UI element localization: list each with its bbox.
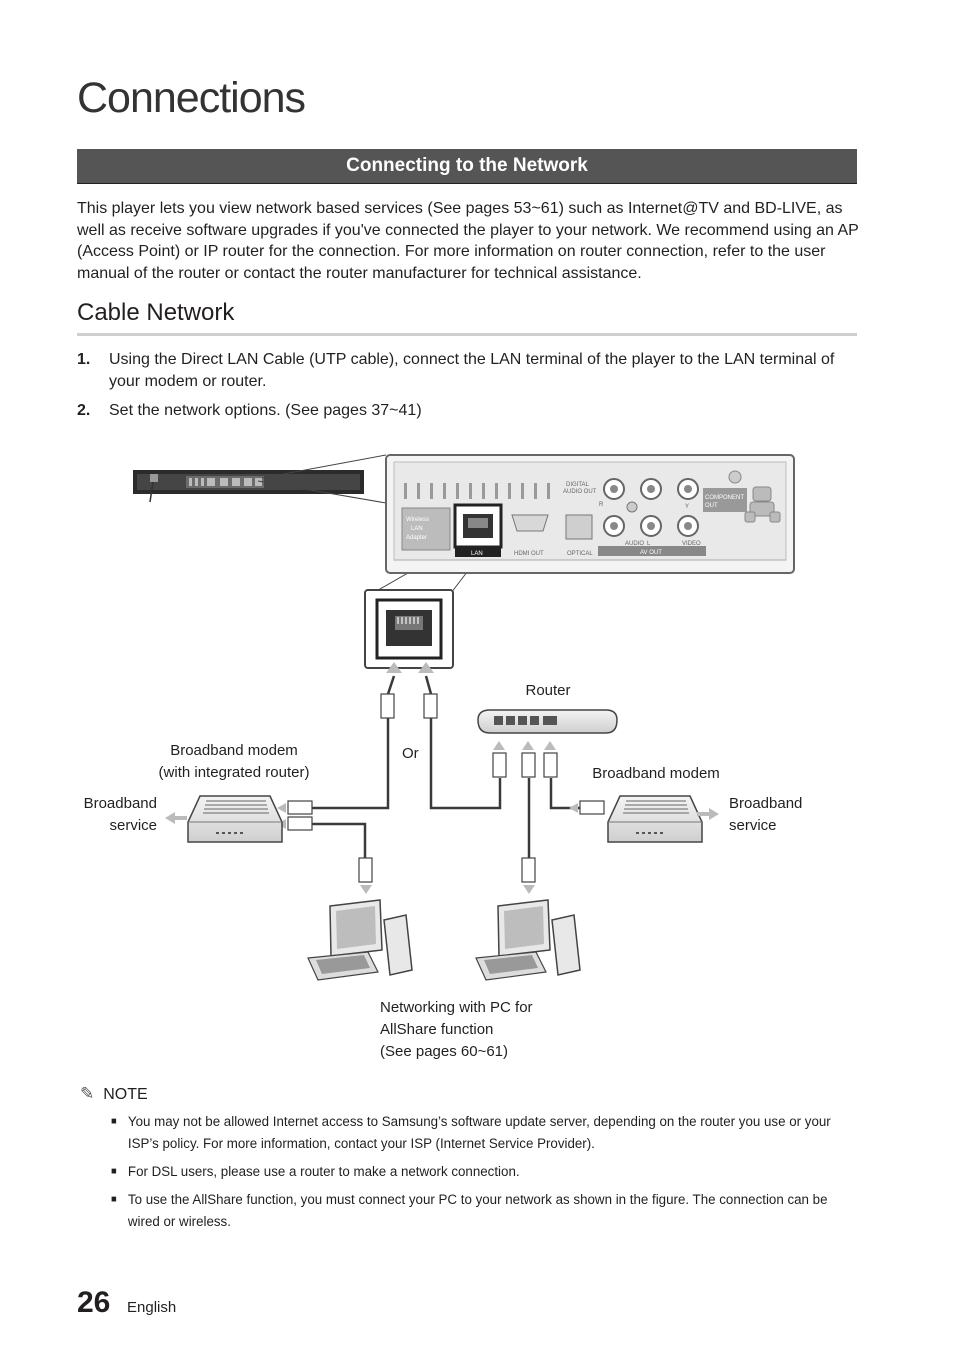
panel-y-label: Y — [685, 504, 689, 510]
page-language: English — [127, 1299, 177, 1316]
digital-audio-label-1: DIGITAL — [566, 482, 590, 488]
or-label: Or — [402, 745, 419, 762]
wireless-label-1: Wireless — [406, 517, 429, 523]
step-1: 1. Using the Direct LAN Cable (UTP cable… — [77, 349, 867, 393]
router-label: Router — [525, 682, 570, 699]
service-right-label-2: service — [729, 817, 777, 834]
panel-audio-label: AUDIO — [625, 541, 644, 547]
bullet-icon: ■ — [111, 1166, 117, 1177]
note-text: For DSL users, please use a router to ma… — [127, 1164, 520, 1180]
modem-right-label: Broadband modem — [592, 765, 720, 782]
note-item: ■ For DSL users, please use a router to … — [111, 1161, 821, 1183]
note-item: ■ To use the AllShare function, you must… — [111, 1189, 827, 1233]
wireless-label-3: Adapter — [406, 535, 427, 541]
service-right-label-1: Broadband — [729, 795, 802, 812]
step-number: 2. — [77, 402, 91, 419]
player-front-icon — [133, 470, 364, 503]
pencil-icon: ✎ — [80, 1084, 95, 1103]
intro-paragraph: This player lets you view network based … — [77, 200, 859, 282]
note-title: NOTE — [103, 1086, 148, 1103]
component-label-2: OUT — [705, 503, 718, 509]
subsection-title: Cable Network — [77, 299, 235, 326]
modem-left-label-1: Broadband modem — [170, 742, 298, 759]
wireless-label-2: LAN — [411, 526, 423, 532]
pc-left-icon — [307, 899, 413, 981]
subsection-rule — [77, 333, 857, 336]
pc-caption-1: Networking with PC for — [380, 999, 533, 1016]
lan-port-enlarged-icon — [364, 589, 454, 669]
modem-left-label-2: (with integrated router) — [159, 764, 310, 781]
note-text: To use the AllShare function, you must c… — [127, 1192, 828, 1230]
av-out-label: AV OUT — [640, 550, 662, 556]
digital-audio-label-2: AUDIO OUT — [563, 489, 597, 495]
step-2: 2. Set the network options. (See pages 3… — [77, 400, 867, 422]
panel-r-label: R — [599, 502, 604, 508]
optical-label: OPTICAL — [567, 551, 593, 557]
panel-l-label: L — [647, 541, 651, 547]
panel-video-label: VIDEO — [682, 541, 701, 547]
step-text: Using the Direct LAN Cable (UTP cable), … — [109, 351, 835, 390]
step-text: Set the network options. (See pages 37~4… — [109, 402, 422, 419]
pc-caption-2: AllShare function — [380, 1021, 493, 1038]
broadband-modem-right-icon — [607, 795, 703, 843]
lan-plug-icon — [287, 693, 605, 883]
player-rear-panel: Wireless LAN Adapter LAN HDMI OUT OPTICA… — [385, 454, 795, 574]
pc-caption-3: (See pages 60~61) — [380, 1043, 508, 1060]
broadband-modem-left-icon — [187, 795, 283, 843]
lan-port-label: LAN — [471, 551, 483, 557]
hdmi-label: HDMI OUT — [514, 551, 544, 557]
router-icon — [477, 709, 618, 734]
bullet-icon: ■ — [111, 1116, 117, 1127]
step-number: 1. — [77, 351, 91, 368]
component-label-1: COMPONENT — [705, 495, 744, 501]
bullet-icon: ■ — [111, 1194, 117, 1205]
note-heading: ✎ NOTE — [80, 1084, 148, 1104]
note-text: You may not be allowed Internet access t… — [127, 1114, 831, 1152]
pc-right-icon — [475, 899, 581, 981]
page-number: 26 — [77, 1286, 111, 1319]
note-item: ■ You may not be allowed Internet access… — [111, 1111, 831, 1155]
section-title-bar: Connecting to the Network — [77, 149, 857, 184]
chapter-title: Connections — [77, 74, 306, 122]
network-diagram: Wireless LAN Adapter LAN HDMI OUT OPTICA… — [84, 454, 802, 1060]
service-left-label-1: Broadband — [84, 795, 157, 812]
service-left-label-2: service — [109, 817, 157, 834]
